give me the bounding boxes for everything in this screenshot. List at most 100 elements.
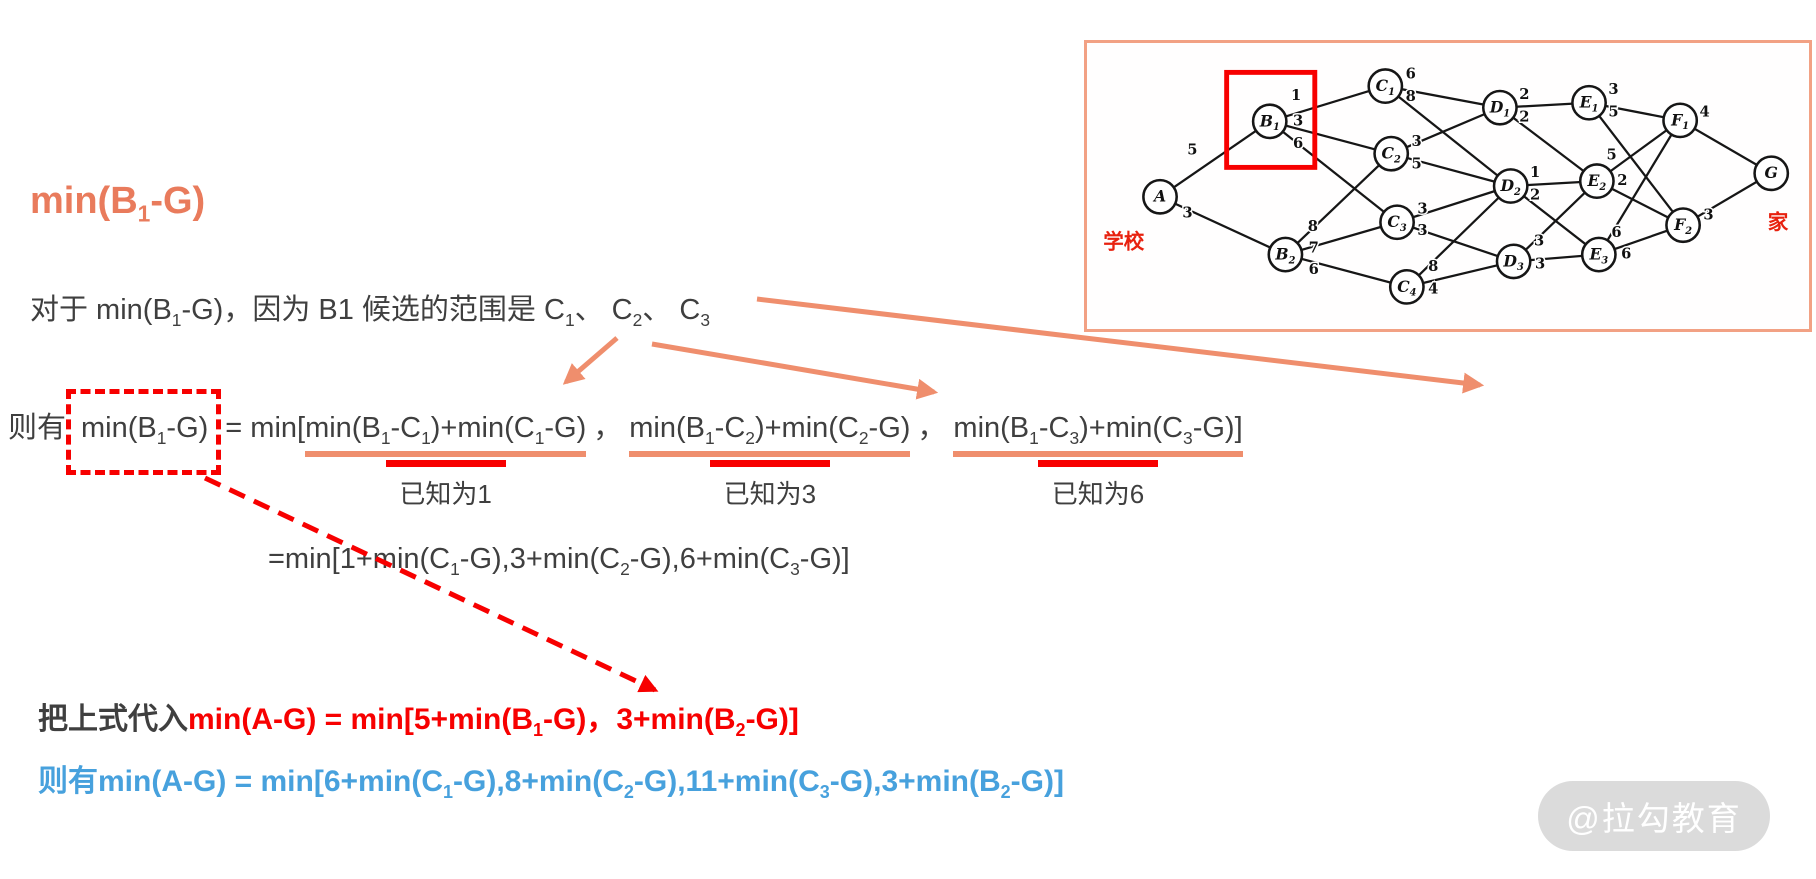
known-annotation-1: 已知为1	[385, 460, 506, 511]
graph-edge-C2-D2	[1390, 152, 1511, 188]
graph-edge-A-B1	[1159, 120, 1271, 198]
edge-weight-C2-D2: 5	[1412, 155, 1422, 172]
edge-weight-E2-F2: 2	[1617, 172, 1627, 189]
school-label: 学校	[1103, 230, 1145, 254]
edge-weight-B1-C3: 6	[1293, 135, 1303, 152]
graph-node-E1	[1571, 84, 1607, 121]
graph-edge-D1-E2	[1499, 106, 1598, 183]
graph-edge-E3-F1	[1597, 119, 1682, 256]
known-red-underline	[385, 460, 506, 467]
highlight-square	[1224, 69, 1318, 170]
edge-weight-B2-C4: 6	[1309, 261, 1319, 278]
edge-weight-C4-D3: 4	[1428, 281, 1438, 298]
edge-weight-D2-E2: 1	[1530, 164, 1540, 181]
graph-node-B2	[1267, 236, 1304, 273]
shortest-path-graph: AB1B2C1C2C3C4D1D2D3E1E2E3F1F2G5313687668…	[1103, 64, 1790, 305]
substitution-prefix: 把上式代入	[38, 703, 188, 736]
derivation-equals: = min[	[225, 412, 306, 444]
graph-node-F2	[1665, 207, 1701, 244]
derivation-prefix: 则有	[8, 412, 67, 444]
known-red-underline	[709, 460, 830, 467]
graph-edge-B2-C2	[1284, 152, 1392, 256]
graph-edge-A-B2	[1159, 195, 1286, 256]
edge-weight-B2-C2: 8	[1308, 218, 1318, 235]
result-formula: 则有min(A-G) = min[6+min(C1-G),8+min(C2-G)…	[38, 765, 1064, 802]
substitution-line: 把上式代入min(A-G) = min[5+min(B1-G)，3+min(B2…	[38, 694, 799, 740]
watermark-text: @拉勾教育	[1566, 800, 1742, 837]
edge-weight-C1-D2: 8	[1406, 88, 1416, 105]
graph-edge-C2-D1	[1390, 106, 1501, 155]
edge-weight-C1-D1: 6	[1406, 65, 1416, 82]
graph-node-F1	[1662, 102, 1699, 139]
edge-weight-E2-F1: 5	[1606, 147, 1616, 164]
graph-edge-C1-D1	[1385, 84, 1501, 109]
home-label: 家	[1768, 210, 1789, 234]
edge-weight-B1-C1: 1	[1291, 87, 1301, 104]
edge-weight-B2-C3: 7	[1309, 240, 1319, 257]
graph-edge-B2-C4	[1285, 253, 1408, 288]
graph-edge-B1-C2	[1269, 120, 1392, 155]
graph-edge-E1-F2	[1588, 102, 1684, 226]
edge-weight-B1-C2: 3	[1293, 112, 1303, 129]
edge-weight-C3-D3: 3	[1417, 222, 1427, 239]
graph-edge-C1-D2	[1384, 85, 1512, 187]
graph-node-C1	[1367, 68, 1404, 105]
edge-weight-F1-G: 4	[1699, 103, 1709, 120]
known-label: 已知为6	[1051, 479, 1145, 509]
graph-node-B1	[1251, 103, 1288, 140]
known-annotation-2: 已知为3	[709, 460, 830, 511]
simplified-formula: =min[1+min(C1-G),3+min(C2-G),6+min(C3-G)…	[268, 543, 850, 579]
edge-weight-F2-G: 3	[1703, 206, 1713, 223]
known-red-underline	[1038, 460, 1159, 467]
graph-node-D3	[1495, 243, 1532, 280]
graph-node-C3	[1379, 204, 1415, 241]
edge-weight-D1-E1: 2	[1519, 86, 1529, 103]
graph-node-D2	[1492, 168, 1529, 204]
graph-edge-C3-D2	[1396, 184, 1512, 224]
edge-weight-A-B2: 3	[1182, 204, 1192, 221]
graph-edge-B1-C1	[1269, 85, 1386, 123]
graph-edge-B1-C3	[1269, 120, 1398, 224]
edge-weight-E1-F1: 3	[1608, 81, 1618, 98]
term-1-expression: min(B1-C1)+min(C1-G)	[305, 412, 587, 448]
derivation-term-2: min(B1-C2)+min(C2-G) 已知为3	[629, 412, 911, 509]
known-label: 已知为1	[399, 479, 492, 509]
known-annotation-3: 已知为6	[1038, 460, 1159, 511]
highlighted-expression-box: min(B1-G)	[66, 389, 222, 475]
edge-weight-D3-E2: 3	[1534, 233, 1544, 250]
graph-node-label-G: G	[1765, 163, 1778, 182]
graph-node-D1	[1481, 89, 1518, 126]
derivation-term-1: min(B1-C1)+min(C1-G) 已知为1	[305, 412, 587, 509]
term-2-expression: min(B1-C2)+min(C2-G)	[629, 412, 911, 448]
page-title: min(B1-G)	[30, 180, 206, 227]
derivation-term-3: min(B1-C3)+min(C3-G)] 已知为6	[953, 412, 1243, 509]
graph-node-C2	[1373, 135, 1410, 172]
graph-edge-B2-C3	[1285, 221, 1398, 256]
graph-node-label-A: A	[1152, 187, 1166, 206]
graph-node-E2	[1578, 163, 1615, 200]
arrow-to-term-2	[651, 341, 939, 400]
term-separator: ，	[593, 412, 623, 444]
edge-weight-D3-E3: 3	[1535, 255, 1545, 272]
edge-weight-A-B1: 5	[1187, 142, 1197, 159]
term-3-expression: min(B1-C3)+min(C3-G)]	[953, 412, 1243, 448]
edge-weight-E1-F2: 5	[1608, 103, 1618, 120]
graph-edge-C4-D2	[1406, 185, 1512, 288]
intro-text: 对于 min(B1-G)，因为 B1 候选的范围是 C1、 C2、 C3	[30, 294, 710, 330]
substitution-formula: min(A-G) = min[5+min(B1-G)，3+min(B2-G)]	[188, 703, 799, 740]
graph-edge-C4-D3	[1406, 260, 1514, 288]
graph-node-E3	[1580, 236, 1617, 273]
graph-node-G	[1753, 155, 1790, 192]
watermark-badge: @拉勾教育	[1538, 781, 1770, 851]
graph-edge-D3-E2	[1512, 180, 1598, 263]
edge-weight-E3-F2: 6	[1621, 245, 1631, 262]
graph-node-A	[1142, 178, 1178, 215]
edge-weight-C2-D1: 3	[1412, 133, 1422, 150]
edge-weight-D1-E2: 2	[1519, 108, 1529, 125]
term-separator: ，	[917, 412, 947, 444]
edge-weight-C3-D2: 3	[1417, 200, 1427, 217]
arrow-to-term-1	[562, 336, 619, 385]
